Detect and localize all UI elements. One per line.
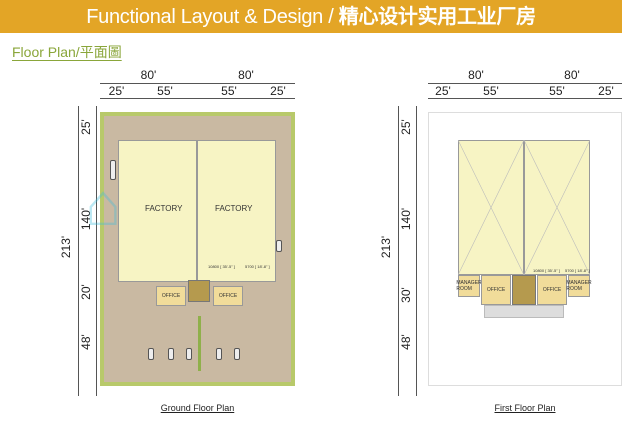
office-room: OFFICE xyxy=(156,286,186,306)
dim-label: 80' xyxy=(140,68,157,82)
dim-label: 213' xyxy=(379,235,393,259)
office-room: OFFICE xyxy=(213,286,243,306)
car-icon xyxy=(276,240,282,252)
dimension-note: 5700 [ 18'-8" ] xyxy=(565,268,590,273)
car-icon xyxy=(216,348,222,360)
dim-label: 48' xyxy=(399,334,413,350)
dim-label: 80' xyxy=(564,68,580,82)
dim-line xyxy=(96,106,97,396)
car-icon xyxy=(148,348,154,360)
dim-line xyxy=(416,106,417,396)
dim-label: 25' xyxy=(108,84,125,98)
dim-label: 55' xyxy=(483,84,499,98)
landscape-strip xyxy=(198,316,201,371)
staircase xyxy=(188,280,210,302)
manager-room: MANAGER ROOM xyxy=(456,275,482,297)
unit-label: FACTORY xyxy=(215,204,253,213)
dim-label: 55' xyxy=(549,84,565,98)
dim-label: 140' xyxy=(399,207,413,231)
watermark-house-icon: ⌂ xyxy=(85,171,122,238)
dimension-note: 5700 [ 18'-8" ] xyxy=(245,264,270,269)
staircase xyxy=(512,275,536,305)
header-banner: Functional Layout & Design / 精心设计实用工业厂房 xyxy=(0,0,622,33)
dim-label: 30' xyxy=(399,287,413,303)
dim-label: 20' xyxy=(79,284,93,300)
roof-lines xyxy=(458,140,590,275)
car-icon xyxy=(186,348,192,360)
car-icon xyxy=(110,160,116,180)
dim-label: 25' xyxy=(598,84,614,98)
dim-line xyxy=(398,106,399,396)
first-floor-caption: First Floor Plan xyxy=(494,403,556,413)
title-en: Functional Layout & Design / xyxy=(86,6,339,28)
dim-label: 25' xyxy=(435,84,451,98)
manager-room: MANAGER ROOM xyxy=(566,275,592,297)
dim-label: 55' xyxy=(157,84,173,98)
dim-label: 80' xyxy=(468,68,484,82)
porch xyxy=(484,305,564,318)
office-room: OFFICE xyxy=(481,275,511,305)
dim-label: 80' xyxy=(238,68,254,82)
office-room: OFFICE xyxy=(537,275,567,305)
dim-label: 213' xyxy=(59,235,73,259)
dim-label: 25' xyxy=(270,84,286,98)
dim-label: 55' xyxy=(221,84,237,98)
dim-label: 25' xyxy=(79,119,93,135)
dim-line xyxy=(100,98,295,99)
dimension-note: 10800 [ 35'-5" ] xyxy=(208,264,235,269)
dim-line xyxy=(100,83,295,84)
dim-line xyxy=(78,106,79,396)
dim-line xyxy=(428,98,622,99)
factory-unit xyxy=(197,140,276,282)
car-icon xyxy=(168,348,174,360)
dimension-note: 10800 [ 35'-5" ] xyxy=(533,268,560,273)
factory-unit xyxy=(118,140,197,282)
dim-line xyxy=(428,83,622,84)
ground-floor-caption: Ground Floor Plan xyxy=(160,403,235,413)
section-title: Floor Plan/平面圖 xyxy=(12,44,122,60)
title-cn: 精心设计实用工业厂房 xyxy=(338,4,536,28)
car-icon xyxy=(234,348,240,360)
dim-label: 48' xyxy=(79,334,93,350)
unit-label: FACTORY xyxy=(145,204,183,213)
dim-label: 25' xyxy=(399,119,413,135)
